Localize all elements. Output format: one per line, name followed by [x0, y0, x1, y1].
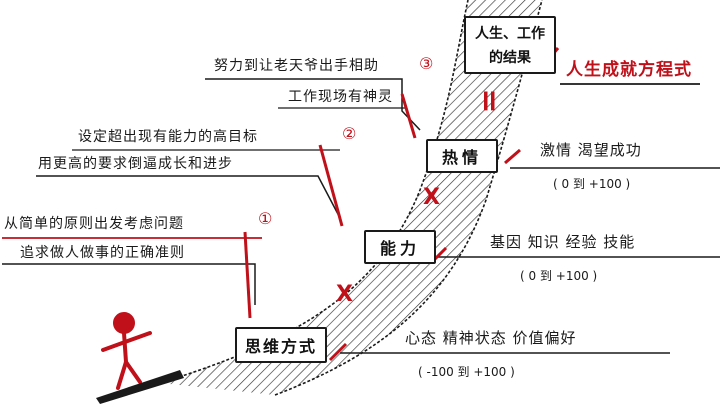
- multiply-operator-2: X: [336, 282, 353, 307]
- note1-line1: 从简单的原则出发考虑问题: [4, 216, 184, 232]
- mindset-factors: 心态 精神状态 价值偏好: [405, 329, 577, 347]
- note3-line2: 工作现场有神灵: [288, 89, 393, 105]
- note2-connector: [36, 175, 341, 219]
- note2-line2: 用更高的要求倒逼成长和进步: [38, 156, 233, 172]
- passion-range: ( 0 到 +100 ): [553, 177, 631, 191]
- diagram-title: 人生成就方程式: [566, 60, 692, 80]
- ability-factors: 基因 知识 经验 技能: [490, 233, 636, 251]
- note1-number: ①: [258, 209, 273, 228]
- result-label-line1: 人生、工作: [475, 26, 545, 42]
- note1-connector: [2, 263, 256, 305]
- note3-line1: 努力到让老天爷出手相助: [214, 58, 379, 74]
- result-box: 人生、工作 的结果: [464, 16, 556, 74]
- passion-box: 热情: [426, 139, 498, 173]
- note2-number: ②: [342, 124, 357, 143]
- stick-figure: [101, 312, 152, 390]
- ability-range: ( 0 到 +100 ): [520, 269, 598, 283]
- note3-number: ③: [419, 54, 434, 73]
- skateboard-ramp: [96, 370, 184, 404]
- mindset-box: 思维方式: [235, 327, 327, 363]
- result-label-line2: 的结果: [489, 50, 531, 66]
- passion-factors: 激情 渴望成功: [540, 141, 642, 159]
- note2-line1: 设定超出现有能力的高目标: [78, 129, 258, 145]
- mindset-range: ( -100 到 +100 ): [418, 365, 515, 379]
- note1-line2: 追求做人做事的正确准则: [20, 245, 185, 261]
- equals-operator: =: [471, 88, 507, 114]
- ability-box: 能力: [364, 230, 436, 264]
- multiply-operator-1: X: [423, 185, 440, 210]
